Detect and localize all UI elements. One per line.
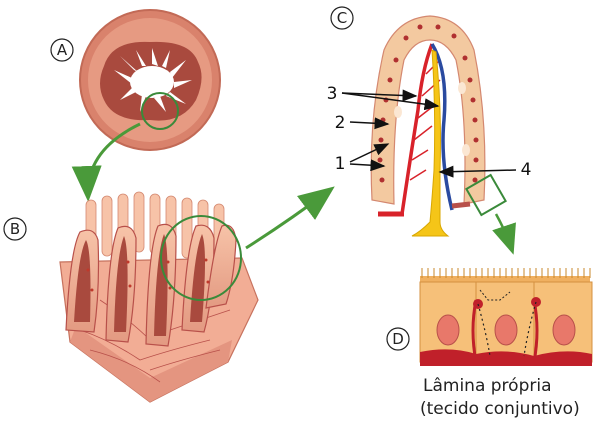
panel-letter-b: B	[10, 220, 20, 238]
label-3: 3	[327, 84, 338, 104]
caption-line-1: Lâmina própria	[423, 376, 552, 396]
panel-b-villi-block	[60, 192, 258, 402]
panel-letter-a: A	[57, 41, 68, 59]
panel-letter-d: D	[392, 330, 404, 348]
caption-line-2: (tecido conjuntivo)	[420, 399, 580, 419]
pointer-arrow-b-to-c	[246, 190, 330, 248]
panel-letter-c: C	[337, 9, 347, 27]
panel-c-villus	[371, 16, 505, 236]
label-1: 1	[335, 154, 346, 174]
label-2: 2	[335, 113, 346, 133]
panel-d-epithelium	[420, 268, 592, 366]
panel-a-cross-section	[80, 10, 220, 150]
label-4: 4	[521, 160, 532, 180]
pointer-arrow-c-to-d	[496, 214, 512, 250]
